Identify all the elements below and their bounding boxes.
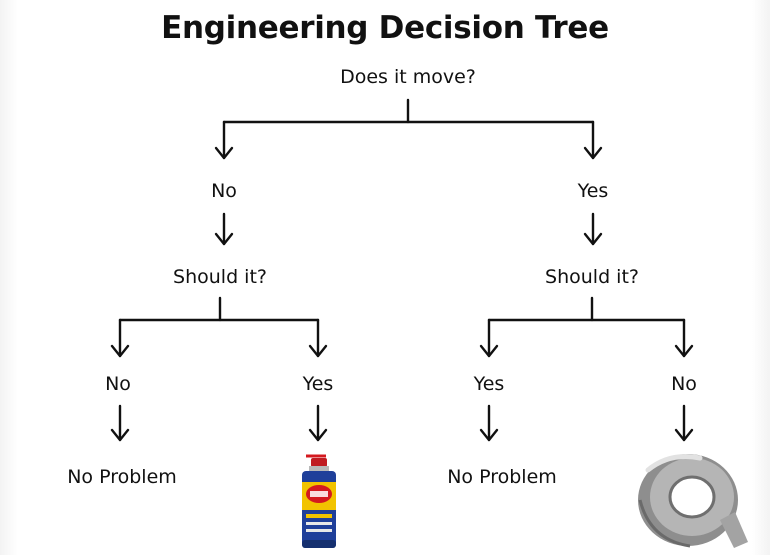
left-question-label: Should it?	[173, 266, 267, 288]
wd40-spray-can-icon	[302, 454, 336, 548]
right-drop-arrowhead	[583, 146, 603, 160]
left-left-answer-label: No	[105, 373, 131, 395]
right-answer-arrowhead	[583, 232, 603, 246]
left-left-drop-arrowhead	[110, 344, 130, 358]
diagram-title: Engineering Decision Tree	[161, 10, 609, 46]
right-right-final-arrowhead	[674, 428, 694, 442]
left-right-answer-label: Yes	[302, 373, 334, 395]
left-answer-label: No	[211, 180, 237, 202]
left-left-final-arrowhead	[110, 428, 130, 442]
left-right-drop-arrowhead	[308, 344, 328, 358]
left-drop-arrowhead	[214, 146, 234, 160]
left-left-result-label: No Problem	[67, 466, 177, 488]
right-left-drop-arrowhead	[479, 344, 499, 358]
right-question-label: Should it?	[545, 266, 639, 288]
right-left-result-label: No Problem	[447, 466, 557, 488]
right-left-final-arrowhead	[479, 428, 499, 442]
right-right-drop-arrowhead	[674, 344, 694, 358]
right-answer-label: Yes	[577, 180, 609, 202]
left-right-final-arrowhead	[308, 428, 328, 442]
duct-tape-icon	[638, 454, 748, 548]
right-right-answer-label: No	[671, 373, 697, 395]
right-left-answer-label: Yes	[473, 373, 505, 395]
left-answer-arrowhead	[214, 232, 234, 246]
root-question: Does it move?	[340, 66, 476, 88]
